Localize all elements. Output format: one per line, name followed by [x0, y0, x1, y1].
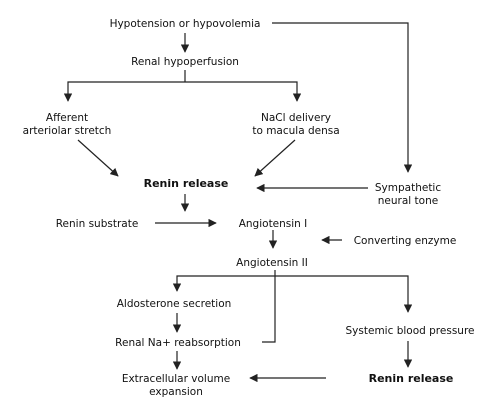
- node-ecv-line-1: Extracellular volume: [122, 373, 230, 385]
- node-angiotensin-2: Angiotensin II: [236, 257, 308, 269]
- node-renin-release-top: Renin release: [144, 177, 229, 190]
- arrow-afferent-to-renin: [77, 139, 119, 177]
- arrow-to-afferent: [63, 81, 185, 102]
- connectors: [63, 22, 413, 383]
- angiotensin-2-to-renal-na-line: [262, 270, 276, 343]
- node-nacl-line-2: to macula densa: [252, 125, 339, 137]
- node-sympathetic-line-2: neural tone: [378, 195, 438, 207]
- arrow-angiotensin-2-to-aldosterone: [172, 275, 300, 292]
- arrow-to-nacl: [185, 81, 302, 102]
- node-afferent-line-1: Afferent: [46, 112, 88, 124]
- node-aldosterone-secretion: Aldosterone secretion: [117, 298, 232, 310]
- node-ecv-line-2: expansion: [149, 386, 203, 398]
- node-sympathetic-line-1: Sympathetic: [375, 182, 441, 194]
- node-hypotension: Hypotension or hypovolemia: [110, 18, 261, 30]
- node-angiotensin-1: Angiotensin I: [239, 218, 308, 230]
- node-afferent-line-2: arteriolar stretch: [23, 125, 112, 137]
- node-renal-hypoperfusion: Renal hypoperfusion: [131, 56, 239, 68]
- arrow-hypotension-to-sympathetic: [272, 22, 413, 173]
- arrow-angiotensin-2-to-bp: [300, 275, 413, 313]
- node-renin-release-bottom: Renin release: [369, 372, 454, 385]
- node-labels: Hypotension or hypovolemia Renal hypoper…: [23, 18, 475, 398]
- node-renin-substrate: Renin substrate: [56, 218, 139, 230]
- arrow-nacl-to-renin: [254, 139, 296, 177]
- node-renal-na-reabsorption: Renal Na+ reabsorption: [115, 337, 241, 349]
- node-nacl-line-1: NaCl delivery: [261, 112, 331, 124]
- node-systemic-blood-pressure: Systemic blood pressure: [346, 325, 475, 337]
- node-converting-enzyme: Converting enzyme: [354, 235, 457, 247]
